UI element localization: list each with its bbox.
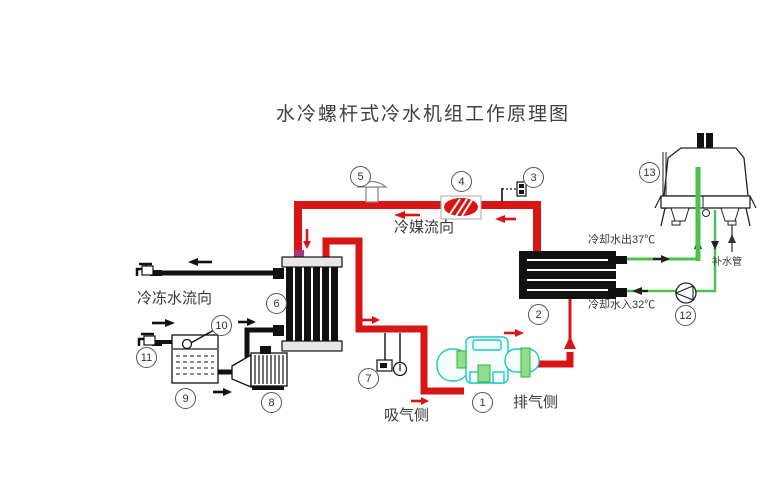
cooling-water-return-pipe	[622, 210, 717, 293]
callout-12-cooling-water-pump: 12	[675, 305, 696, 326]
condenser	[519, 251, 627, 299]
callout-5-safety-valve: 5	[350, 166, 371, 187]
callout-3-pressure-switch: 3	[523, 167, 544, 188]
arrow-right-pump-discharge	[238, 318, 256, 326]
suction-sensors	[376, 333, 408, 377]
cooling-water-pump	[674, 282, 697, 304]
cooling-tower	[654, 133, 757, 227]
compressor	[436, 336, 540, 384]
end-user-faucet	[135, 262, 162, 276]
callout-1-compressor: 1	[472, 392, 493, 413]
chilled-water-flow-label: 冷冻水流向	[137, 290, 213, 307]
pressure-switch	[501, 181, 527, 202]
callout-4-filter-drier: 4	[451, 171, 472, 192]
callout-8-chilled-water-pump: 8	[261, 392, 282, 413]
arrow-right-tank-outlet	[213, 388, 232, 396]
discharge-line	[537, 352, 574, 368]
condenser-water-out-stub	[608, 256, 627, 264]
arrow-down-liquid	[303, 229, 311, 249]
discharge-side-label: 排气侧	[513, 394, 559, 411]
expansion-point	[295, 250, 304, 259]
condenser-water-in-stub	[608, 288, 627, 297]
arrow-right-above-compressor	[504, 329, 524, 337]
arrow-left-return	[632, 287, 648, 295]
float-ball	[181, 338, 193, 350]
arrow-right-tank-inlet	[152, 319, 175, 327]
chilled-water-pump	[231, 346, 288, 390]
callout-13-cooling-tower: 13	[639, 162, 660, 183]
arrow-right-tower-out	[653, 255, 670, 263]
arrow-left-top-pipe	[394, 211, 420, 219]
callout-6-evaporator: 6	[266, 293, 287, 314]
chilled-water-pipes	[154, 270, 280, 375]
makeup-water-pipe-label: 补水管	[712, 257, 742, 268]
cooling-water-flow-arrows	[632, 238, 719, 295]
arrow-down-return	[711, 241, 719, 250]
cooling-water-out-label: 冷却水出37℃	[588, 234, 656, 246]
makeup-faucet	[137, 332, 162, 346]
tower-basin	[660, 195, 751, 209]
callout-10-float-valve: 10	[211, 315, 232, 336]
filter-drier	[440, 195, 482, 220]
diagram-title: 水冷螺杆式冷水机组工作原理图	[275, 104, 571, 125]
evaporator	[273, 250, 343, 352]
callout-11-makeup-faucet: 11	[136, 347, 157, 368]
arrow-left-supply	[188, 258, 212, 266]
float-arm	[188, 329, 215, 345]
cooling-water-in-label: 冷却水入32℃	[588, 299, 656, 311]
pump-discharge-pipe	[244, 327, 280, 362]
arrow-up-discharge	[564, 336, 576, 349]
refrigerant-flow-label: 冷媒流向	[394, 219, 455, 236]
arrow-left-corner	[495, 215, 516, 223]
callout-7-sensors: 7	[358, 368, 379, 389]
refrigerant-pipes	[294, 201, 574, 395]
arrow-right-suction	[362, 316, 380, 324]
suction-line	[322, 237, 464, 395]
makeup-up-arrow	[728, 234, 736, 243]
callout-9-water-tank: 9	[175, 388, 196, 409]
arrow-right-suction-elbow	[411, 397, 429, 405]
refrigerant-flow-arrows	[303, 211, 576, 405]
tower-body	[663, 147, 749, 197]
water-tank	[171, 329, 219, 384]
callout-2-condenser: 2	[528, 304, 549, 325]
suction-side-label: 吸气侧	[384, 407, 430, 424]
liquid-line	[294, 201, 541, 259]
compressor-flanges	[456, 347, 531, 383]
chilled-water-flow-arrows	[152, 258, 256, 396]
